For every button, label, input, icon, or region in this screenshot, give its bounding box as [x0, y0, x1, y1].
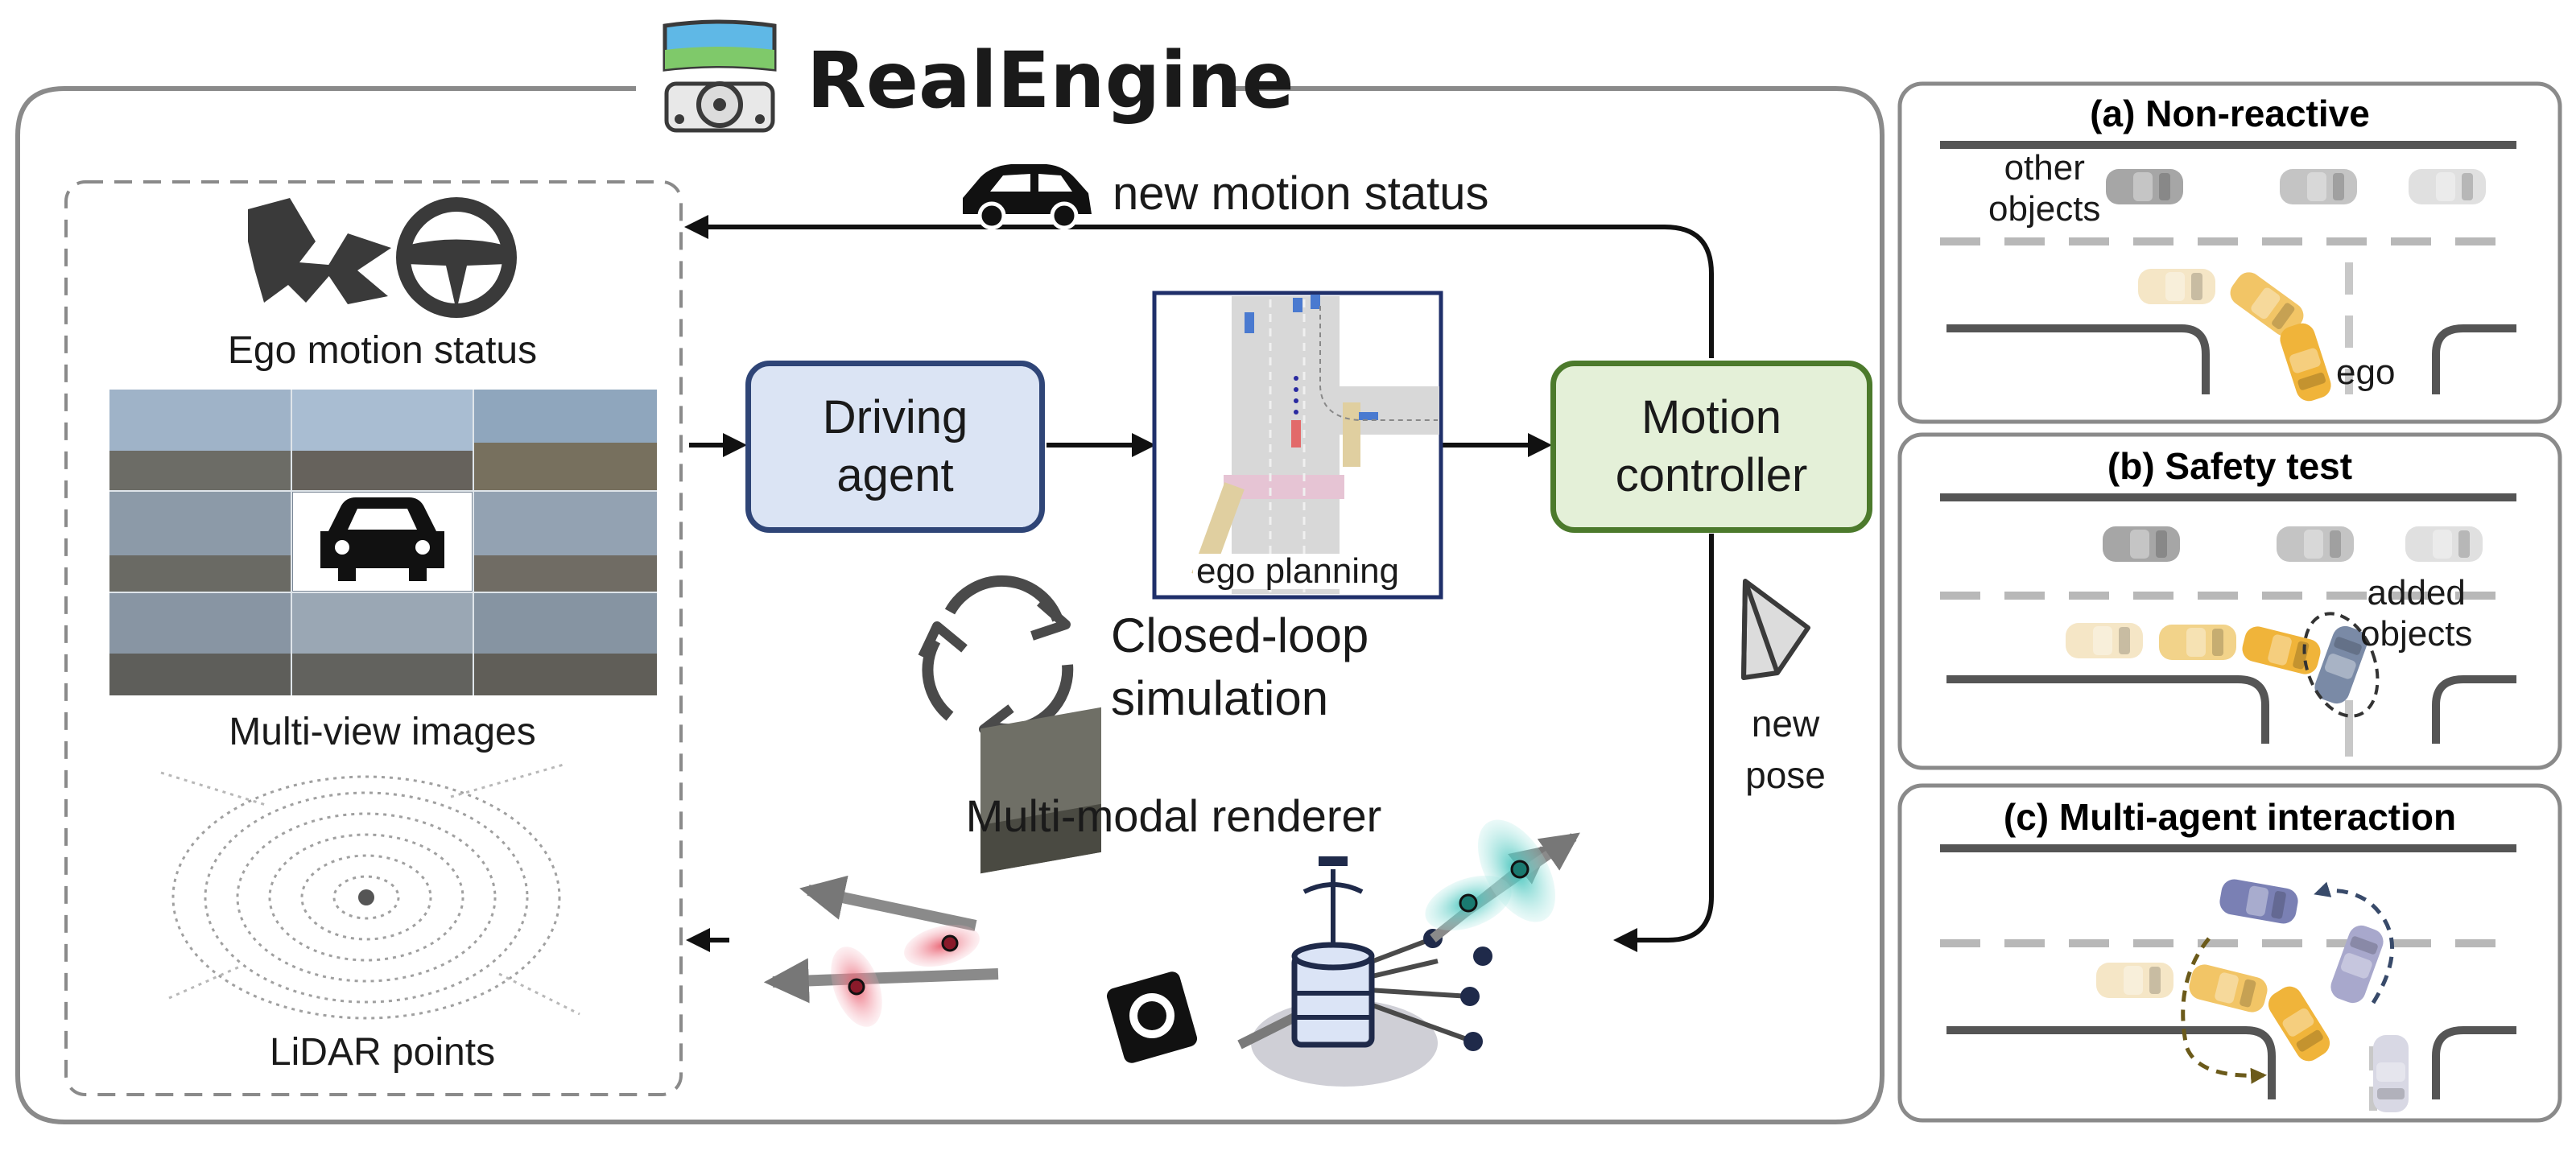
- renderer-illustration: [763, 707, 1580, 1087]
- car-side-icon: [963, 164, 1092, 230]
- motion-controller-line2: controller: [1615, 449, 1808, 501]
- feedback-label: new motion status: [1113, 167, 1489, 220]
- car-front-icon: [320, 497, 444, 581]
- page-title: RealEngine: [807, 35, 1294, 126]
- lidar-label: LiDAR points: [269, 1031, 496, 1074]
- ego-planning-map: [1152, 291, 1443, 600]
- driving-agent-line2: agent: [836, 449, 954, 501]
- driving-agent-line1: Driving: [822, 390, 968, 443]
- panel-a-ego: ego: [2336, 353, 2396, 392]
- motion-controller-box: Motion controller: [1550, 361, 1872, 533]
- loop-label-line1: Closed-loop: [1111, 608, 1369, 662]
- panel-c-road: [1940, 844, 2516, 1111]
- pose-icon: [1741, 579, 1810, 680]
- multiview-images: [109, 390, 657, 695]
- lidar-point-cloud: [160, 763, 580, 1020]
- panel-a-road: [1940, 141, 2516, 394]
- panel-c-cars: [2096, 876, 2409, 1112]
- panel-b-title: (b) Safety test: [2107, 445, 2353, 487]
- pose-label-line1: new: [1751, 703, 1820, 744]
- loop-label-line2: simulation: [1111, 671, 1329, 725]
- driving-simulator-icon: [663, 19, 777, 133]
- panel-b-cars: [2066, 526, 2483, 718]
- flow-arrows: [684, 215, 1714, 952]
- realengine-frame: [15, 86, 1885, 1124]
- ego-motion-label: Ego motion status: [227, 329, 538, 372]
- panel-a-other-objects: other objects: [1988, 148, 2101, 229]
- pose-label-line2: pose: [1745, 754, 1826, 796]
- renderer-label: Multi-modal renderer: [965, 790, 1382, 841]
- ego-motion-icon: [248, 197, 517, 318]
- motion-controller-line1: Motion: [1641, 390, 1782, 443]
- panel-b-road: [1940, 493, 2516, 757]
- planning-label: ego planning: [1192, 554, 1403, 589]
- panel-b-added-objects: added objects: [2360, 573, 2473, 654]
- panel-c-title: (c) Multi-agent interaction: [2003, 796, 2457, 838]
- input-modalities-box: [64, 180, 683, 1096]
- driving-agent-box: Driving agent: [745, 361, 1045, 533]
- multiview-label: Multi-view images: [229, 711, 536, 753]
- panel-a-title: (a) Non-reactive: [2090, 93, 2370, 134]
